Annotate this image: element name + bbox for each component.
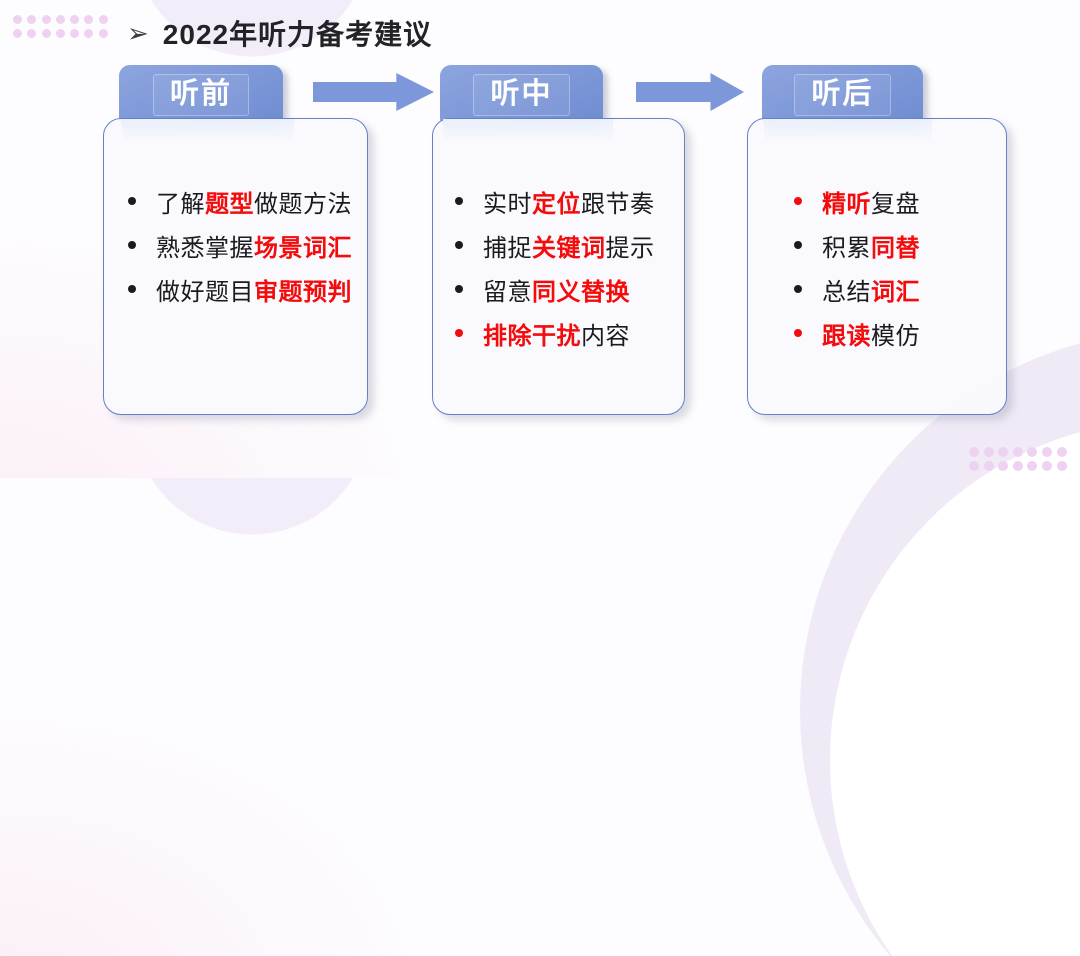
bullet-marker bbox=[794, 329, 802, 337]
decor-dot bbox=[983, 447, 994, 457]
decor-dot bbox=[969, 461, 979, 471]
bullet-text: 熟悉掌握场景词汇 bbox=[156, 234, 352, 262]
stage-card-after-listening: 精听复盘积累同替总结词汇跟读模仿 bbox=[747, 118, 1007, 415]
stage-card-while-listening: 实时定位跟节奏捕捉关键词提示留意同义替换排除干扰内容 bbox=[432, 118, 685, 415]
tab-ghost-highlight bbox=[443, 119, 613, 144]
bullet-marker bbox=[455, 285, 463, 293]
decor-dot bbox=[1041, 461, 1052, 471]
bullet-list: 精听复盘积累同替总结词汇跟读模仿 bbox=[748, 179, 1006, 355]
decor-dot bbox=[27, 28, 37, 38]
decor-dot bbox=[27, 15, 37, 24]
decor-dot bbox=[1012, 461, 1023, 471]
bullet-item: 排除干扰内容 bbox=[455, 311, 684, 355]
bullet-text: 实时定位跟节奏 bbox=[483, 190, 655, 218]
bullet-text: 了解题型做题方法 bbox=[156, 190, 352, 218]
tab-ghost-highlight bbox=[122, 119, 294, 144]
bullet-text: 捕捉关键词提示 bbox=[483, 234, 655, 262]
decor-dot bbox=[55, 28, 65, 38]
bullet-item: 积累同替 bbox=[794, 223, 1006, 267]
bullet-text: 排除干扰内容 bbox=[483, 322, 630, 350]
bullet-marker bbox=[128, 285, 136, 293]
decor-dot bbox=[1056, 461, 1067, 471]
bullet-list: 了解题型做题方法熟悉掌握场景词汇做好题目审题预判 bbox=[104, 179, 367, 311]
stage-tab-label: 听中 bbox=[473, 74, 570, 117]
bullet-item: 熟悉掌握场景词汇 bbox=[128, 223, 367, 267]
decor-dot bbox=[55, 15, 65, 24]
bullet-text: 跟读模仿 bbox=[822, 322, 920, 350]
flow-arrow-icon bbox=[636, 72, 745, 112]
bullet-item: 实时定位跟节奏 bbox=[455, 179, 684, 223]
top-left-dot-grid bbox=[13, 15, 108, 38]
decor-dot bbox=[983, 461, 994, 471]
bottom-right-dot-grid bbox=[969, 447, 1067, 471]
bullet-item: 精听复盘 bbox=[794, 179, 1006, 223]
bullet-item: 捕捉关键词提示 bbox=[455, 223, 684, 267]
bullet-marker bbox=[455, 197, 463, 205]
bullet-list: 实时定位跟节奏捕捉关键词提示留意同义替换排除干扰内容 bbox=[433, 179, 684, 355]
bullet-marker bbox=[455, 241, 463, 249]
title-row: ➢ 2022年听力备考建议 bbox=[127, 13, 432, 53]
bullet-item: 了解题型做题方法 bbox=[128, 179, 367, 223]
bullet-text: 做好题目审题预判 bbox=[156, 278, 352, 306]
decor-dot bbox=[84, 15, 94, 24]
bullet-text: 积累同替 bbox=[822, 234, 920, 262]
decor-dot bbox=[70, 28, 80, 38]
decor-dot bbox=[84, 28, 94, 38]
arrowhead-bullet-icon: ➢ bbox=[127, 18, 149, 48]
bullet-marker bbox=[794, 197, 802, 205]
bullet-marker bbox=[794, 241, 802, 249]
decor-dot bbox=[1012, 447, 1023, 457]
bullet-item: 留意同义替换 bbox=[455, 267, 684, 311]
bullet-item: 做好题目审题预判 bbox=[128, 267, 367, 311]
decor-dot bbox=[98, 28, 108, 38]
bullet-marker bbox=[455, 329, 463, 337]
bullet-marker bbox=[794, 285, 802, 293]
decor-dot bbox=[70, 15, 80, 24]
decor-dot bbox=[13, 28, 22, 38]
decor-dot bbox=[98, 15, 108, 24]
stage-tab-label: 听前 bbox=[152, 74, 249, 117]
flow-arrow-icon bbox=[313, 72, 435, 112]
stage-tab-label: 听后 bbox=[794, 74, 891, 117]
bullet-text: 总结词汇 bbox=[822, 278, 920, 306]
decor-dot bbox=[1027, 461, 1038, 471]
decor-dot bbox=[1027, 447, 1038, 457]
decor-dot bbox=[998, 461, 1009, 471]
decor-dot bbox=[13, 15, 22, 24]
decor-dot bbox=[998, 447, 1009, 457]
page-title: 2022年听力备考建议 bbox=[162, 19, 433, 50]
bullet-marker bbox=[128, 241, 136, 249]
bullet-item: 跟读模仿 bbox=[794, 311, 1006, 355]
bullet-text: 留意同义替换 bbox=[483, 278, 630, 306]
bullet-text: 精听复盘 bbox=[822, 190, 920, 218]
decor-dot bbox=[41, 28, 51, 38]
bullet-marker bbox=[128, 197, 136, 205]
tab-ghost-highlight bbox=[764, 119, 932, 144]
decor-dot bbox=[1056, 447, 1067, 457]
decor-dot bbox=[41, 15, 51, 24]
decor-dot bbox=[969, 447, 979, 457]
bullet-item: 总结词汇 bbox=[794, 267, 1006, 311]
stage-card-before-listening: 了解题型做题方法熟悉掌握场景词汇做好题目审题预判 bbox=[103, 118, 368, 415]
decor-dot bbox=[1041, 447, 1052, 457]
